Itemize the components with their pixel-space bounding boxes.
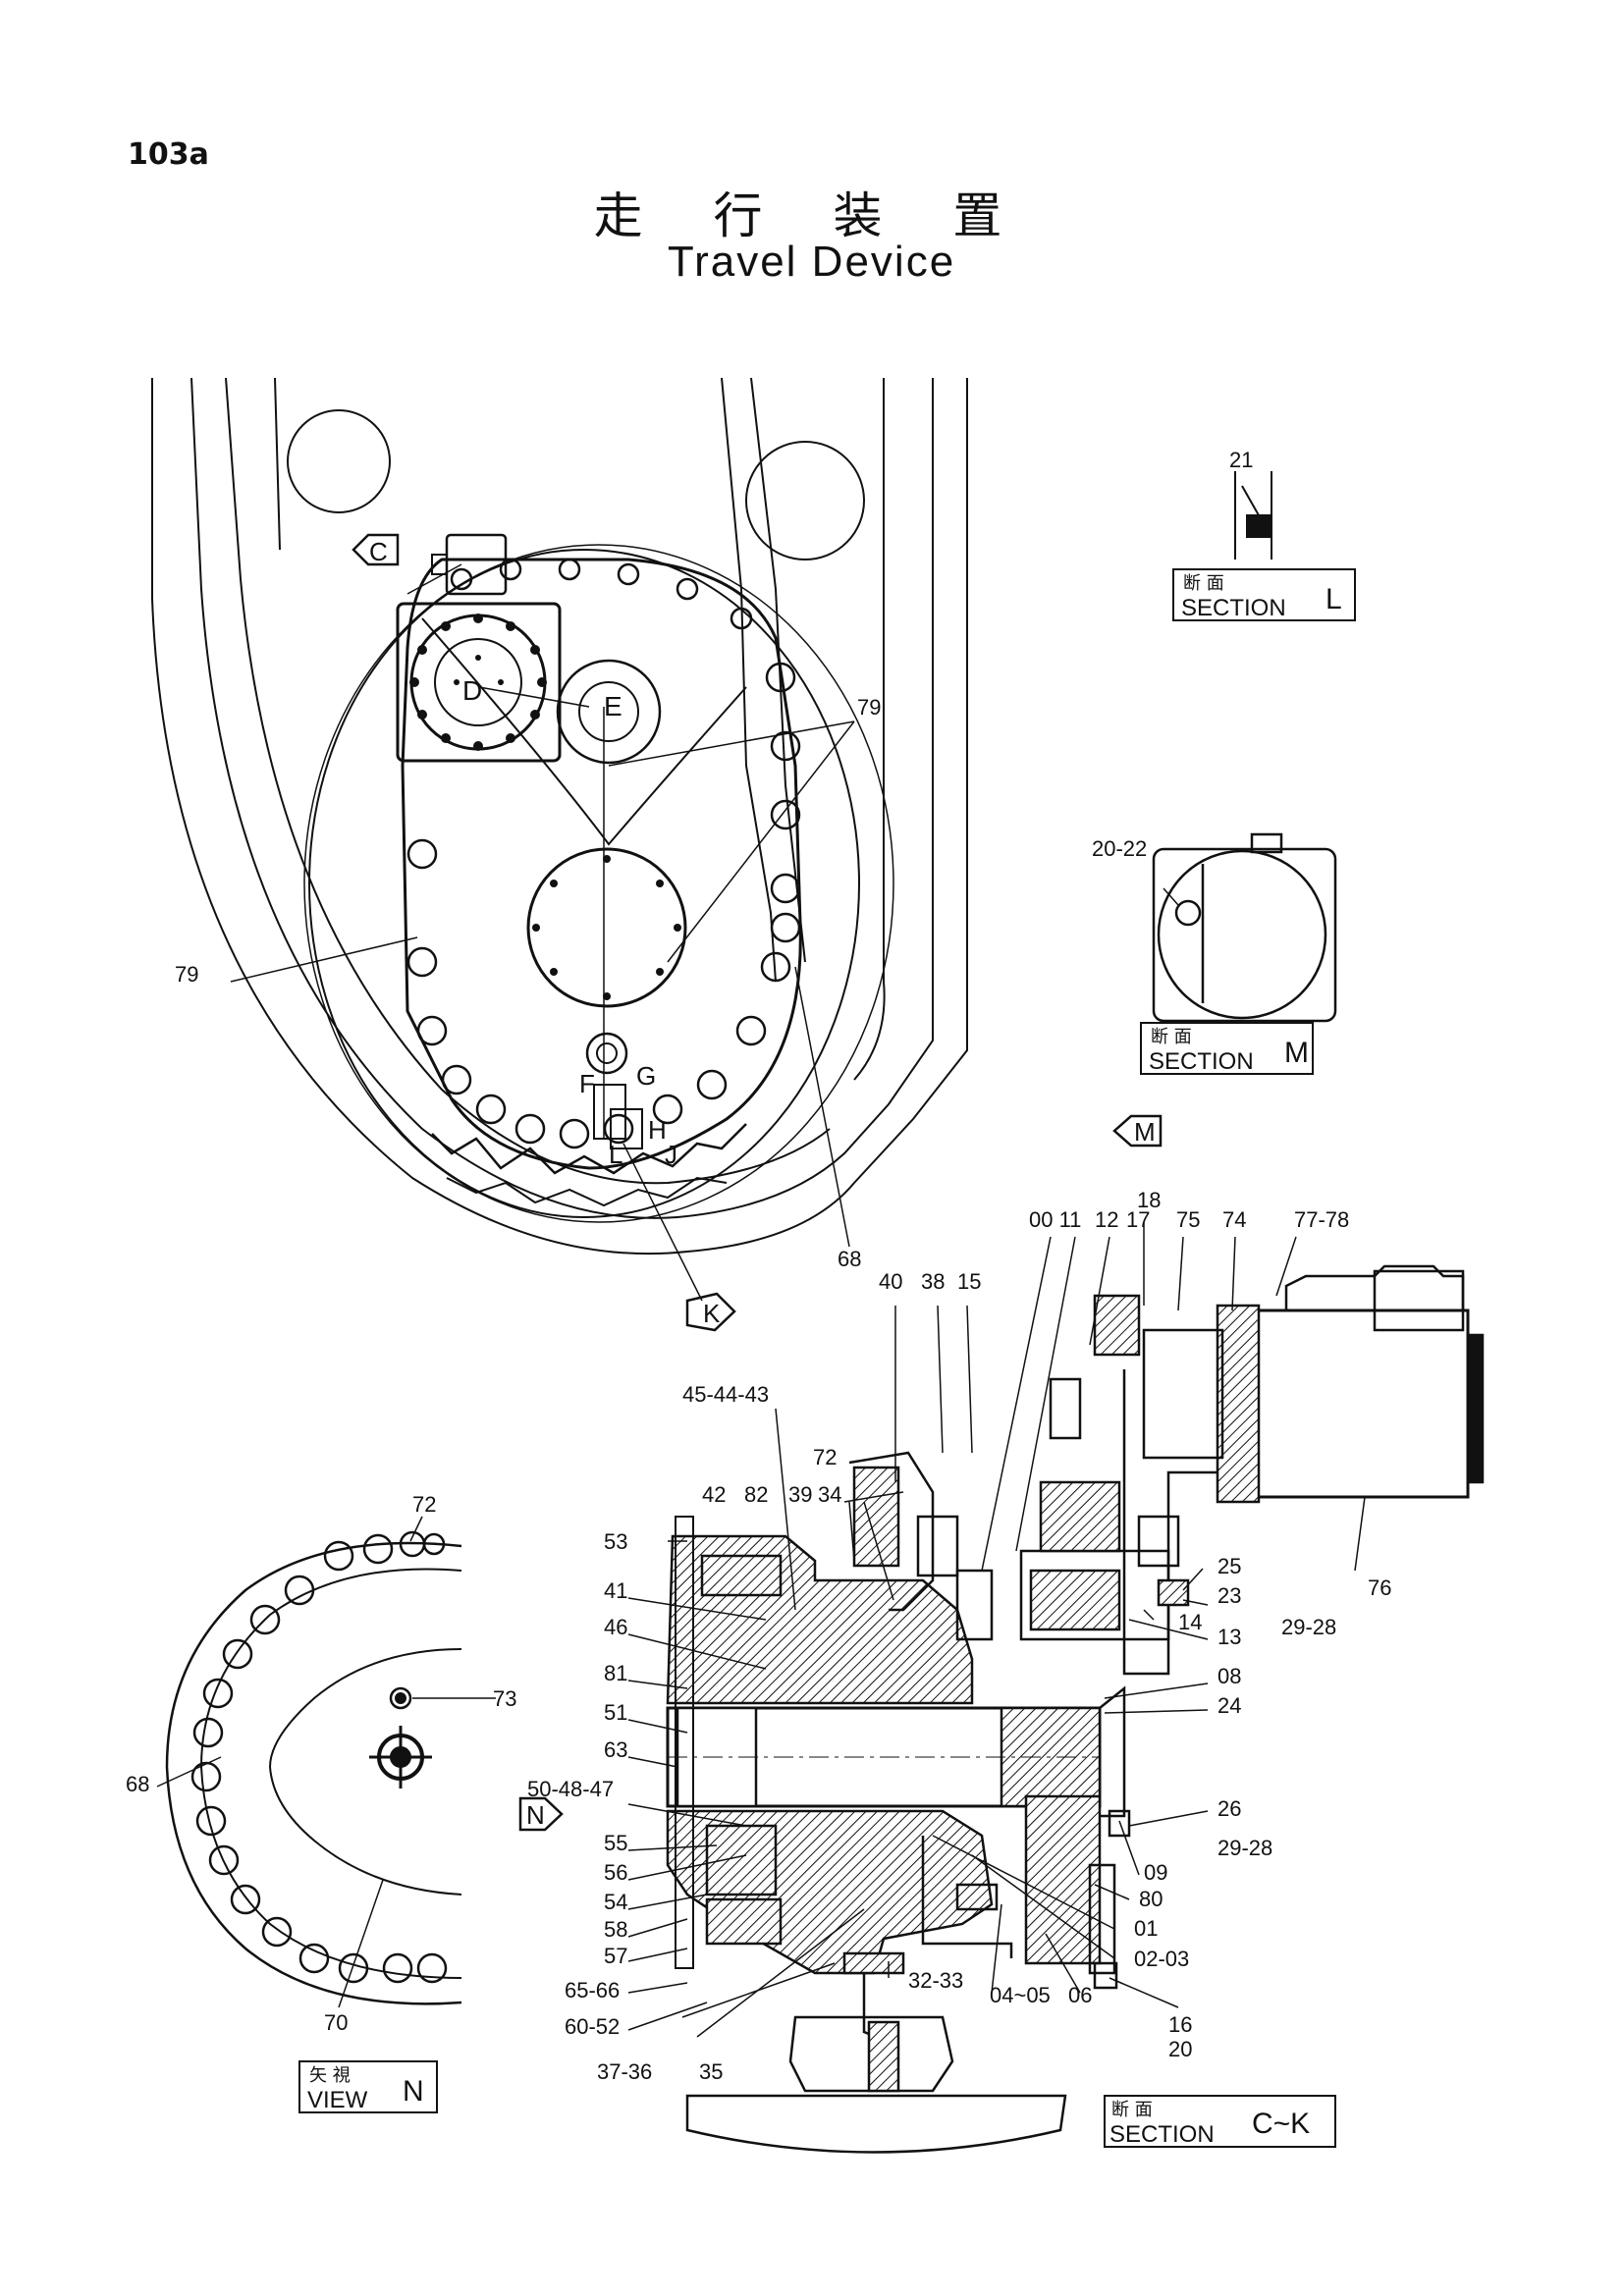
- callout-17: 17: [1126, 1207, 1150, 1232]
- callout-80: 80: [1139, 1887, 1163, 1911]
- view-n-jp: 矢 視: [309, 2065, 351, 2086]
- callout-40: 40: [879, 1269, 902, 1294]
- callout-58: 58: [604, 1917, 627, 1942]
- section-ck-id: C~K: [1252, 2108, 1310, 2140]
- callout-15: 15: [957, 1269, 981, 1294]
- marker-h: H: [648, 1115, 667, 1145]
- callout-51: 51: [604, 1700, 627, 1725]
- callout-34: 34: [818, 1482, 841, 1507]
- marker-f: F: [579, 1069, 595, 1098]
- callout-24: 24: [1217, 1693, 1241, 1718]
- callout-82: 82: [744, 1482, 768, 1507]
- marker-letters: C D E F G H J L K M N: [369, 537, 1156, 1830]
- callout-76: 76: [1368, 1575, 1391, 1600]
- section-m-id: M: [1284, 1037, 1309, 1069]
- section-m-jp: 断 面: [1151, 1027, 1192, 1047]
- callout-68-view: 68: [126, 1772, 149, 1796]
- callout-50-48-47: 50-48-47: [527, 1777, 614, 1801]
- view-n-id: N: [403, 2075, 424, 2108]
- callout-25: 25: [1217, 1554, 1241, 1578]
- section-ck-en: SECTION: [1109, 2121, 1215, 2148]
- section-arrows: [352, 533, 1163, 1832]
- callout-75: 75: [1176, 1207, 1200, 1232]
- callout-13: 13: [1217, 1625, 1241, 1649]
- section-l-jp: 断 面: [1183, 573, 1224, 594]
- callout-01: 01: [1134, 1916, 1158, 1941]
- callout-53: 53: [604, 1529, 627, 1554]
- callout-79-top: 79: [857, 695, 881, 720]
- callout-06: 06: [1068, 1983, 1092, 2007]
- callout-00-11: 00 11: [1029, 1207, 1081, 1232]
- title-japanese: 走 行 装 置: [593, 187, 1030, 244]
- callout-29-28-lower: 29-28: [1217, 1836, 1272, 1860]
- callout-09: 09: [1144, 1860, 1167, 1885]
- callout-26: 26: [1217, 1796, 1241, 1821]
- callout-37-36: 37-36: [597, 2059, 652, 2084]
- callout-35: 35: [699, 2059, 723, 2084]
- section-l-detail: [1172, 471, 1356, 621]
- callout-20-22: 20-22: [1092, 836, 1147, 861]
- callout-04-05: 04~05: [990, 1983, 1051, 2007]
- callout-16: 16: [1168, 2012, 1192, 2037]
- callout-60-52: 60-52: [565, 2014, 620, 2039]
- marker-j: J: [665, 1140, 677, 1169]
- callout-79-left: 79: [175, 962, 198, 987]
- callout-39: 39: [788, 1482, 812, 1507]
- callout-38: 38: [921, 1269, 945, 1294]
- marker-c: C: [369, 537, 388, 566]
- section-l-en: SECTION: [1181, 595, 1286, 621]
- marker-m: M: [1134, 1117, 1156, 1147]
- marker-l: L: [609, 1140, 622, 1169]
- view-n-en: VIEW: [307, 2087, 368, 2113]
- callout-41: 41: [604, 1578, 627, 1603]
- callout-54: 54: [604, 1890, 627, 1914]
- callout-12: 12: [1095, 1207, 1118, 1232]
- callout-77-78: 77-78: [1294, 1207, 1349, 1232]
- callout-02-03: 02-03: [1134, 1947, 1189, 1971]
- marker-n: N: [526, 1800, 545, 1830]
- callout-45-44-43: 45-44-43: [682, 1382, 769, 1407]
- callout-65-66: 65-66: [565, 1978, 620, 2002]
- callout-32-33: 32-33: [908, 1968, 963, 1993]
- section-ck-detail: [627, 1222, 1485, 2154]
- callout-46: 46: [604, 1615, 627, 1639]
- section-ck-jp: 断 面: [1111, 2100, 1153, 2120]
- section-m-en: SECTION: [1149, 1048, 1254, 1075]
- part-callouts: 21 79 79 20-22 68 18 00 11 12 17 75 74 7…: [126, 448, 1391, 2084]
- callout-81: 81: [604, 1661, 627, 1685]
- callout-72-section: 72: [813, 1445, 837, 1469]
- callout-14: 14: [1178, 1610, 1202, 1634]
- callout-21: 21: [1229, 448, 1253, 472]
- callout-57: 57: [604, 1944, 627, 1968]
- callout-55: 55: [604, 1831, 627, 1855]
- view-n-detail: [156, 1516, 496, 2113]
- callout-08: 08: [1217, 1664, 1241, 1688]
- callout-63: 63: [604, 1737, 627, 1762]
- callout-72-view: 72: [412, 1492, 436, 1517]
- callout-74: 74: [1222, 1207, 1246, 1232]
- callout-29-28-upper: 29-28: [1281, 1615, 1336, 1639]
- callout-68-top: 68: [838, 1247, 861, 1271]
- section-m-detail: [1140, 832, 1337, 1075]
- callout-42: 42: [702, 1482, 726, 1507]
- marker-d: D: [462, 675, 482, 706]
- top-view: [151, 377, 968, 1302]
- marker-k: K: [703, 1299, 721, 1328]
- callout-18: 18: [1137, 1188, 1161, 1212]
- page-number: 103a: [128, 137, 209, 172]
- callout-23: 23: [1217, 1583, 1241, 1608]
- callout-73: 73: [493, 1686, 516, 1711]
- section-l-id: L: [1325, 583, 1342, 615]
- title-english: Travel Device: [667, 238, 956, 286]
- marker-g: G: [636, 1061, 656, 1091]
- marker-e: E: [604, 691, 622, 721]
- callout-70: 70: [324, 2010, 348, 2035]
- callout-56: 56: [604, 1860, 627, 1885]
- callout-20: 20: [1168, 2037, 1192, 2061]
